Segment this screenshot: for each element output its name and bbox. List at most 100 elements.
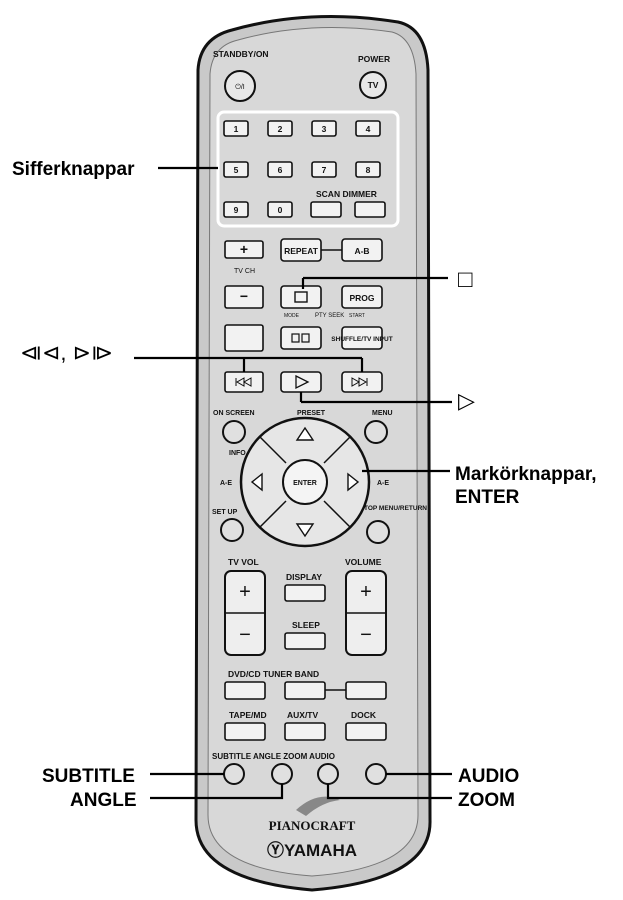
number-button-5[interactable] [223, 161, 249, 178]
callout-play: ▷ [458, 388, 475, 413]
aux-tv-button[interactable] [284, 722, 326, 741]
number-button-4[interactable] [355, 120, 381, 137]
volume-minus-label: − [360, 624, 372, 646]
pause-icon-left [291, 333, 300, 343]
zoom-button[interactable] [317, 763, 339, 785]
tv-ch-minus-label: − [240, 288, 248, 304]
dock-label: DOCK [351, 710, 377, 720]
top-menu-label: TOP MENU/RETURN [364, 505, 427, 512]
tape-md-button[interactable] [224, 722, 266, 741]
callout-skip: ⧏⊲, ⊳⧐ [20, 340, 113, 365]
bottom-row-label: SUBTITLE ANGLE ZOOM AUDIO [212, 752, 335, 761]
subtitle-button[interactable] [223, 763, 245, 785]
set-up-label: SET UP [212, 509, 238, 516]
tv-ch-minus-button[interactable] [224, 285, 264, 309]
callout-subtitle: SUBTITLE [42, 766, 135, 787]
yamaha-logo: ⓎYAMAHA [267, 840, 357, 860]
number-label-1: 1 [234, 124, 239, 134]
scan-button[interactable] [310, 201, 342, 218]
audio-button[interactable] [365, 763, 387, 785]
number-button-9[interactable] [223, 201, 249, 218]
callout-angle: ANGLE [70, 790, 137, 811]
pause-button[interactable] [280, 326, 322, 350]
top-menu-button[interactable] [366, 520, 390, 544]
cursor-down-icon[interactable] [295, 523, 315, 538]
leader-angle [150, 784, 284, 800]
tv-ch-plus-button[interactable] [224, 240, 264, 259]
enter-button[interactable] [282, 459, 328, 505]
tv-vol-plus-label: + [239, 581, 251, 603]
number-label-7: 7 [322, 165, 327, 175]
band-button[interactable] [345, 681, 387, 700]
blank-button[interactable] [224, 324, 264, 352]
standby-glyph: ⏻/I [235, 83, 244, 91]
number-label-5: 5 [234, 165, 239, 175]
dvd-cd-button[interactable] [224, 681, 266, 700]
tuner-button[interactable] [284, 681, 326, 700]
dock-button[interactable] [345, 722, 387, 741]
number-label-8: 8 [366, 165, 371, 175]
play-button[interactable] [280, 371, 322, 393]
menu-button[interactable] [364, 420, 388, 444]
number-label-4: 4 [366, 124, 371, 134]
number-button-7[interactable] [311, 161, 337, 178]
display-label: DISPLAY [286, 572, 322, 582]
number-button-0[interactable] [267, 201, 293, 218]
callout-sifferknappar: Sifferknappar [12, 159, 135, 180]
pianocraft-swoosh-icon [296, 796, 340, 816]
cursor-left-icon[interactable] [250, 472, 263, 492]
aux-tv-label: AUX/TV [287, 710, 319, 720]
number-button-2[interactable] [267, 120, 293, 137]
tape-md-label: TAPE/MD [229, 710, 267, 720]
skip-forward-icon [351, 377, 368, 387]
number-label-6: 6 [278, 165, 283, 175]
mode-label: MODE [284, 313, 300, 319]
stop-button[interactable] [280, 285, 322, 309]
standby-label: STANDBY/ON [213, 49, 269, 59]
cursor-up-icon[interactable] [295, 426, 315, 441]
info-label: INFO. [229, 450, 248, 457]
power-tv-button[interactable] [359, 71, 387, 99]
ae-left-label: A-E [220, 480, 232, 487]
preset-label: PRESET [297, 410, 326, 417]
menu-label: MENU [372, 410, 393, 417]
ae-right-label: A-E [377, 480, 389, 487]
power-tv-label: TV [368, 80, 379, 90]
dvd-cd-tuner-band-label: DVD/CD TUNER BAND [228, 669, 319, 679]
skip-forward-button[interactable] [341, 371, 383, 393]
number-button-1[interactable] [223, 120, 249, 137]
on-screen-label: ON SCREEN [213, 410, 255, 417]
pause-icon-right [301, 333, 310, 343]
volume-label: VOLUME [345, 557, 382, 567]
number-button-8[interactable] [355, 161, 381, 178]
power-label: POWER [358, 54, 390, 64]
skip-back-icon [235, 377, 252, 387]
number-label-0: 0 [278, 205, 283, 215]
number-button-3[interactable] [311, 120, 337, 137]
callout-stop: □ [458, 266, 473, 293]
display-button[interactable] [284, 584, 326, 602]
number-label-2: 2 [278, 124, 283, 134]
callout-zoom: ZOOM [458, 790, 515, 811]
shuffle-input-button[interactable] [341, 326, 383, 350]
number-buttons: 1 2 3 4 5 6 7 8 9 0 [223, 120, 381, 218]
leader-zoom [326, 784, 452, 800]
stop-icon [294, 291, 308, 303]
dimmer-button[interactable] [354, 201, 386, 218]
sleep-button[interactable] [284, 632, 326, 650]
start-label: START [349, 313, 365, 319]
on-screen-button[interactable] [222, 420, 246, 444]
cursor-right-icon[interactable] [347, 472, 360, 492]
prog-button[interactable] [341, 285, 383, 309]
tv-vol-label: TV VOL [228, 557, 259, 567]
pty-seek-label: PTY SEEK [315, 313, 344, 319]
angle-button[interactable] [271, 763, 293, 785]
scan-dimmer-label: SCAN DIMMER [316, 189, 377, 199]
number-button-6[interactable] [267, 161, 293, 178]
sleep-label: SLEEP [292, 620, 320, 630]
standby-button[interactable] [224, 70, 256, 102]
set-up-button[interactable] [220, 518, 244, 542]
callout-markor-2: ENTER [455, 487, 520, 508]
enter-label: ENTER [293, 480, 317, 487]
